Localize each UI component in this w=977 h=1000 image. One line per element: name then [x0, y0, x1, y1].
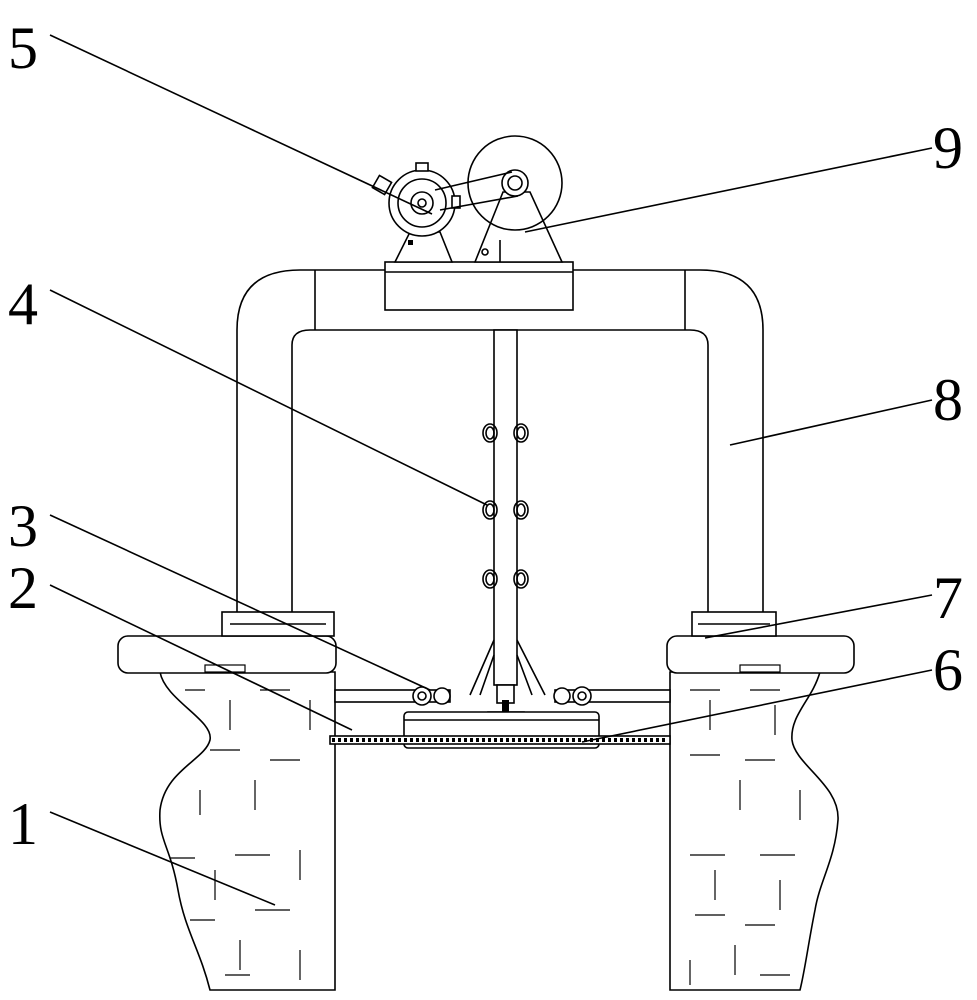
motor-pulley-assembly — [371, 162, 461, 263]
callout-3: 3 — [8, 493, 38, 559]
left-base-cap — [117, 611, 337, 674]
callout-4: 4 — [8, 271, 38, 337]
callout-9: 9 — [933, 115, 963, 181]
right-foundation-pillar — [669, 671, 839, 991]
perforated-strip — [329, 735, 671, 745]
left-foundation-pillar — [159, 671, 336, 991]
left-guide-bar — [334, 686, 451, 706]
rod-guide-rings — [482, 423, 529, 589]
right-guide-bar — [553, 686, 671, 706]
right-base-cap — [666, 611, 855, 674]
callout-7: 7 — [933, 565, 963, 631]
motor-mounting-plate — [384, 261, 574, 311]
callout-6: 6 — [933, 637, 963, 703]
callout-1: 1 — [8, 791, 38, 857]
winding-drum-assembly — [434, 135, 564, 263]
callout-2: 2 — [8, 555, 38, 621]
callout-5: 5 — [8, 15, 38, 81]
leader-lines — [49, 34, 933, 906]
callout-8: 8 — [933, 367, 963, 433]
vertical-guide-rod — [469, 329, 546, 731]
